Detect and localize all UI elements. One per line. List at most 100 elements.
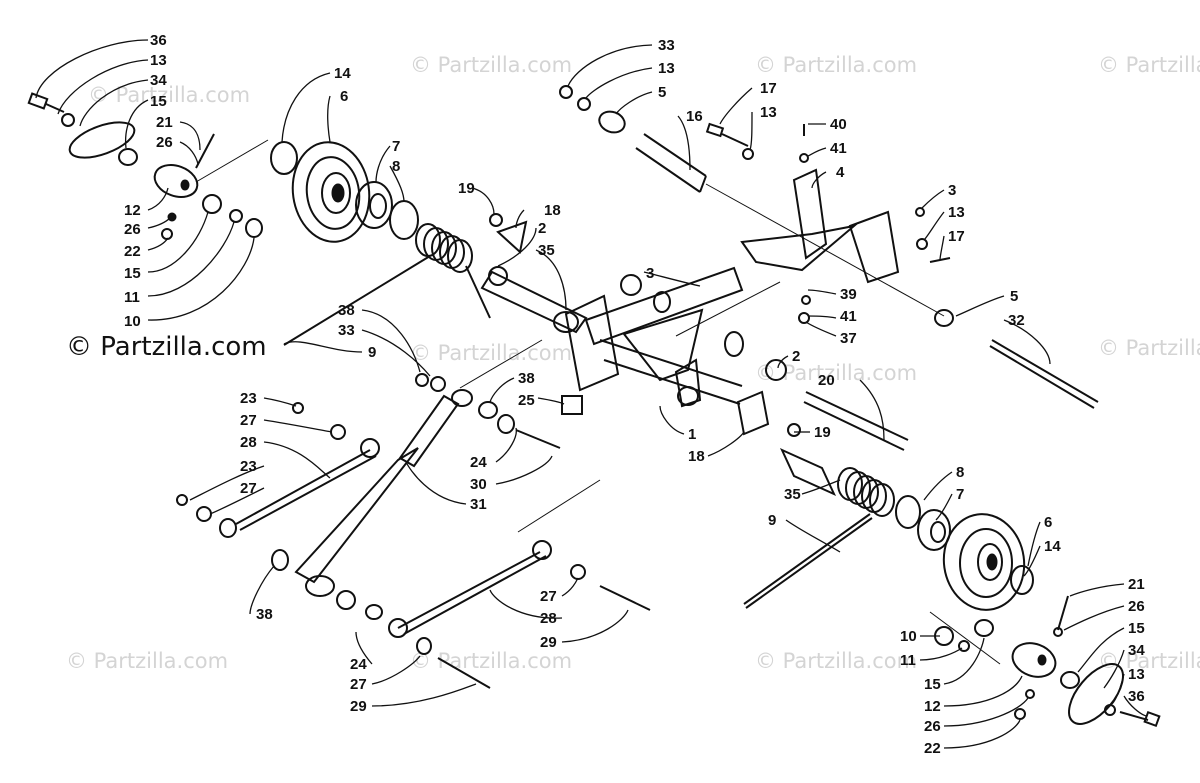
callout-label: 7	[956, 486, 964, 503]
callout-label: 20	[818, 372, 835, 389]
shock-absorber	[176, 339, 651, 689]
watermark-layer: © Partzilla.com © Partzilla.com © Partzi…	[66, 53, 1200, 673]
callout-label: 27	[240, 480, 257, 497]
callout-label: 15	[924, 676, 941, 693]
watermark: © Partzilla.com	[1098, 53, 1200, 77]
callout-label: 15	[1128, 620, 1145, 637]
right-torsion-spring	[743, 447, 895, 609]
callout-label: 8	[956, 464, 964, 481]
callout-label: 12	[124, 202, 141, 219]
callout-label: 36	[150, 32, 167, 49]
callout-label: 17	[760, 80, 777, 97]
callout-label: 40	[830, 116, 847, 133]
callout-label: 12	[924, 698, 941, 715]
watermark: © Partzilla.com	[410, 649, 572, 673]
callout-label: 25	[518, 392, 535, 409]
callout-label: 5	[1010, 288, 1018, 305]
watermark: © Partzilla.com	[410, 341, 572, 365]
callout-label: 35	[538, 242, 555, 259]
left-idler-wheel	[270, 141, 419, 243]
callout-label: 11	[124, 289, 140, 306]
callout-label: 9	[768, 512, 776, 529]
callout-label: 2	[538, 220, 546, 237]
watermark: © Partzilla.com	[755, 53, 917, 77]
watermark: © Partzilla.com	[1098, 649, 1200, 673]
callout-label: 1	[688, 426, 696, 443]
upper-right-bracket	[559, 85, 1099, 409]
callout-label: 10	[900, 628, 917, 645]
callout-label: 33	[658, 37, 675, 54]
callout-label: 22	[124, 243, 141, 260]
callout-label: 13	[1128, 666, 1145, 683]
callout-label: 35	[784, 486, 801, 503]
callout-label: 21	[156, 114, 173, 131]
callout-label: 10	[124, 313, 141, 330]
callout-label: 14	[1044, 538, 1061, 555]
callout-label: 7	[392, 138, 400, 155]
callout-label: 18	[688, 448, 705, 465]
callout-label: 24	[350, 656, 367, 673]
callout-label: 18	[544, 202, 561, 219]
watermark: © Partzilla.com	[1098, 336, 1200, 360]
callout-label: 2	[792, 348, 800, 365]
callout-label: 19	[458, 180, 475, 197]
right-lower-bracket-group	[929, 595, 1161, 728]
callout-label: 23	[240, 390, 257, 407]
parts-art	[27, 85, 1161, 728]
callout-label: 36	[1128, 688, 1145, 705]
right-idler-wheel	[895, 495, 1034, 611]
callout-label: 14	[334, 65, 351, 82]
callout-labels: 36 13 34 15 21 26 12 26 22 15 11 10 14 6…	[124, 32, 1145, 757]
callout-label: 15	[150, 93, 167, 110]
callout-label: 22	[924, 740, 941, 757]
callout-label: 28	[240, 434, 257, 451]
callout-label: 13	[948, 204, 965, 221]
callout-label: 26	[924, 718, 941, 735]
callout-label: 5	[658, 84, 666, 101]
watermark: © Partzilla.com	[66, 649, 228, 673]
callout-label: 41	[830, 140, 847, 157]
left-torsion-spring	[283, 223, 491, 346]
callout-label: 24	[470, 454, 487, 471]
callout-label: 31	[470, 496, 487, 513]
callout-label: 13	[150, 52, 167, 69]
callout-label: 8	[392, 158, 400, 175]
callout-label: 38	[338, 302, 355, 319]
watermark: © Partzilla.com	[755, 649, 917, 673]
callout-label: 16	[686, 108, 703, 125]
callout-label: 23	[240, 458, 257, 475]
callout-label: 38	[256, 606, 273, 623]
callout-label: 6	[340, 88, 348, 105]
callout-label: 34	[150, 72, 167, 89]
callout-label: 38	[518, 370, 535, 387]
callout-label: 11	[900, 652, 916, 669]
copyright-notice: © Partzilla.com	[66, 332, 267, 362]
leader-lines	[35, 39, 1147, 749]
callout-label: 27	[240, 412, 257, 429]
callout-label: 13	[658, 60, 675, 77]
callout-label: 4	[836, 164, 845, 181]
callout-label: 26	[156, 134, 173, 151]
callout-label: 34	[1128, 642, 1145, 659]
callout-label: 29	[540, 634, 557, 651]
callout-label: 39	[840, 286, 857, 303]
callout-label: 29	[350, 698, 367, 715]
watermark: © Partzilla.com	[88, 83, 250, 107]
main-shaft-assembly	[480, 213, 909, 451]
callout-label: 33	[338, 322, 355, 339]
callout-label: 26	[124, 221, 141, 238]
callout-label: 37	[840, 330, 857, 347]
callout-label: 17	[948, 228, 965, 245]
callout-label: 27	[540, 588, 557, 605]
callout-label: 15	[124, 265, 141, 282]
callout-label: 13	[760, 104, 777, 121]
watermark: © Partzilla.com	[755, 361, 917, 385]
callout-label: 27	[350, 676, 367, 693]
callout-label: 9	[368, 344, 376, 361]
callout-label: 19	[814, 424, 831, 441]
callout-label: 21	[1128, 576, 1145, 593]
callout-label: 32	[1008, 312, 1025, 329]
callout-label: 41	[840, 308, 857, 325]
callout-label: 26	[1128, 598, 1145, 615]
